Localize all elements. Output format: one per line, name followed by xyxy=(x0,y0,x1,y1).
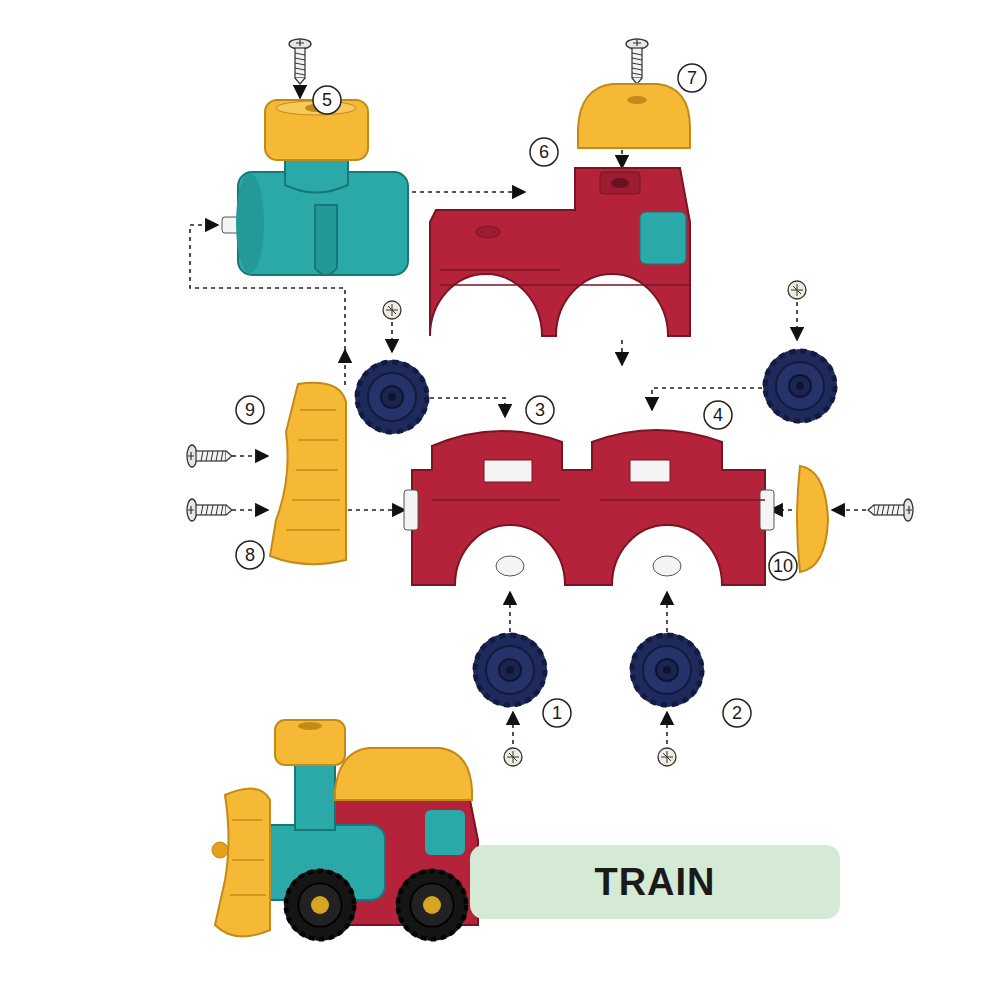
callout-number: 5 xyxy=(322,91,332,109)
callout-number: 10 xyxy=(773,557,793,575)
callout-number: 9 xyxy=(245,401,255,419)
callout-number: 1 xyxy=(552,704,562,722)
callout-number: 4 xyxy=(713,406,723,424)
callout-number: 8 xyxy=(245,546,255,564)
callout-number: 2 xyxy=(732,704,742,722)
callout-number: 7 xyxy=(687,69,697,87)
train-label: TRAIN xyxy=(594,861,715,904)
callout-number: 6 xyxy=(539,143,549,161)
callout-number: 3 xyxy=(535,401,545,419)
title-band: TRAIN xyxy=(470,845,840,919)
